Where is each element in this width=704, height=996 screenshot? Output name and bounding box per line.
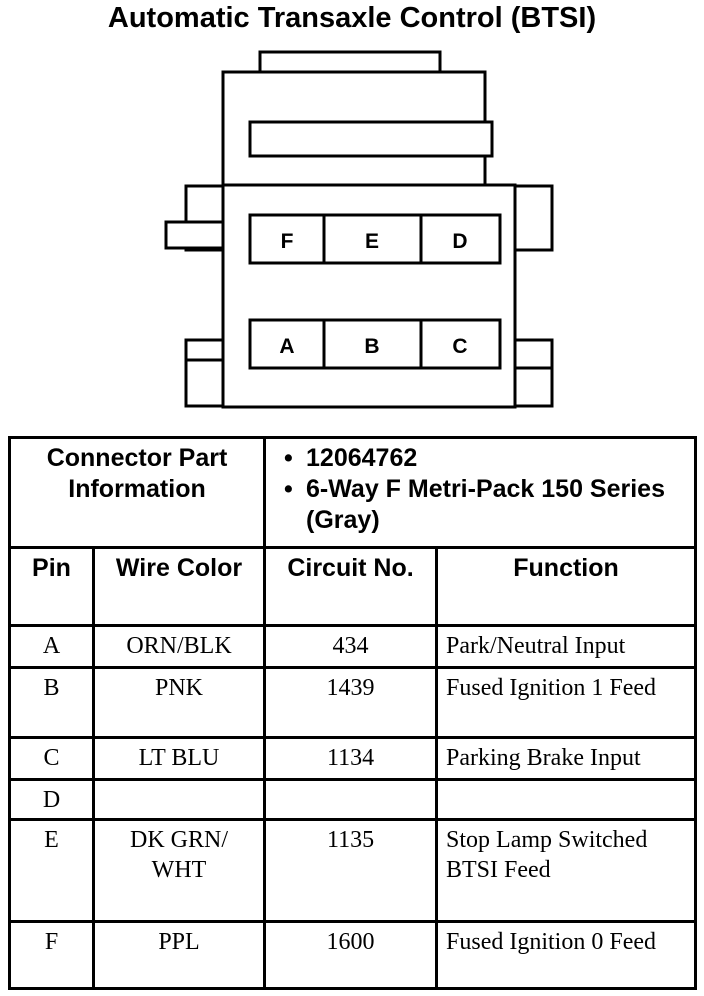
cavity-row-bottom <box>248 318 502 370</box>
column-header-circuit-no: Circuit No. <box>263 546 439 627</box>
cavity-label-c: C <box>452 335 467 358</box>
cavity-label-b: B <box>364 335 379 358</box>
part-info-row: Connector Part Information 12064762 6-Wa… <box>7 436 698 549</box>
connector-right-rib-top <box>512 184 554 252</box>
connector-latch-band <box>248 120 494 158</box>
cavity-label-d: D <box>452 230 467 253</box>
wire-color-cell: PNK <box>91 666 267 739</box>
circuit-cell: 1600 <box>263 920 439 990</box>
wire-color-cell: ORN/BLK <box>91 624 267 669</box>
circuit-cell: 434 <box>263 624 439 669</box>
pinout-table: Connector Part Information 12064762 6-Wa… <box>7 436 698 990</box>
function-cell: Stop Lamp Switched BTSI Feed <box>435 818 698 923</box>
part-info-values: 12064762 6-Way F Metri-Pack 150 Series (… <box>263 436 698 549</box>
part-description: 6-Way F Metri-Pack 150 Series (Gray) <box>284 474 694 536</box>
table-row: C LT BLU 1134 Parking Brake Input <box>8 736 698 781</box>
wire-color-cell: DK GRN/ WHT <box>91 818 267 923</box>
part-number: 12064762 <box>284 443 694 474</box>
part-info-label: Connector Part Information <box>7 436 267 549</box>
cavity-row-top <box>248 213 502 265</box>
table-row: F PPL 1600 Fused Ignition 0 Feed <box>8 920 698 990</box>
function-cell: Parking Brake Input <box>435 736 698 781</box>
column-header-pin: Pin <box>8 546 95 627</box>
cavity-label-f: F <box>281 230 294 253</box>
column-header-wire-color: Wire Color <box>91 546 267 627</box>
pin-cell: C <box>8 736 95 781</box>
pin-cell: E <box>8 818 95 923</box>
circuit-cell: 1135 <box>263 818 439 923</box>
column-header-function: Function <box>435 546 698 627</box>
table-row: B PNK 1439 Fused Ignition 1 Feed <box>8 666 698 739</box>
wire-color-cell: PPL <box>91 920 267 990</box>
circuit-cell: 1439 <box>263 666 439 739</box>
table-row: E DK GRN/ WHT 1135 Stop Lamp Switched BT… <box>8 818 698 923</box>
pin-cell: B <box>8 666 95 739</box>
connector-left-rib-tab <box>164 220 228 250</box>
circuit-cell: 1134 <box>263 736 439 781</box>
function-cell: Fused Ignition 0 Feed <box>435 920 698 990</box>
function-cell: Park/Neutral Input <box>435 624 698 669</box>
pin-cell: F <box>8 920 95 990</box>
diagram-title: Automatic Transaxle Control (BTSI) <box>107 2 597 34</box>
table-row: A ORN/BLK 434 Park/Neutral Input <box>8 624 698 669</box>
pin-cell: A <box>8 624 95 669</box>
cavity-label-a: A <box>279 335 294 358</box>
function-cell: Fused Ignition 1 Feed <box>435 666 698 739</box>
connector-diagram: F E D A B C <box>164 50 554 409</box>
connector-left-rib-bottom <box>184 338 228 408</box>
wire-color-cell: LT BLU <box>91 736 267 781</box>
table-row: D <box>8 778 698 821</box>
table-header-row: Pin Wire Color Circuit No. Function <box>8 546 698 627</box>
cavity-label-e: E <box>365 230 379 253</box>
connector-right-rib-bottom <box>512 338 554 408</box>
function-cell <box>435 778 698 821</box>
circuit-cell <box>263 778 439 821</box>
pin-cell: D <box>8 778 95 821</box>
wire-color-cell <box>91 778 267 821</box>
